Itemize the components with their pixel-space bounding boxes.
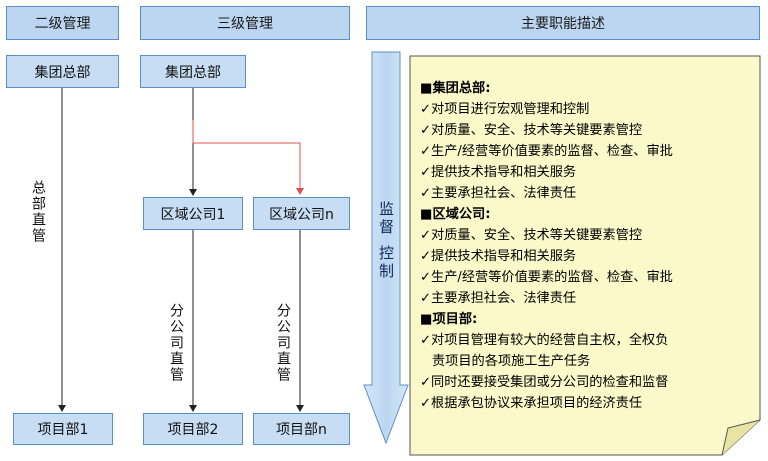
hq-item: ✓生产/经营等价值要素的监督、检查、审批 xyxy=(420,144,673,159)
branch-management-label-1: 分公司直管 xyxy=(168,302,184,383)
direct-management-label: 总部直管 xyxy=(30,180,46,244)
header-level3: 三级管理 xyxy=(140,6,350,40)
hq-item: ✓主要承担社会、法律责任 xyxy=(420,186,577,201)
line-hq-to-regionn xyxy=(192,120,304,195)
control-label: 控制 xyxy=(377,245,395,281)
section-title-project: ■项目部: xyxy=(420,312,478,327)
regionn-box: 区域公司n xyxy=(253,197,350,230)
branch-management-label-n: 分公司直管 xyxy=(275,302,291,383)
region-item: ✓提供技术指导和相关服务 xyxy=(420,249,577,264)
project-item-continued: 责项目的各项施工生产任务 xyxy=(432,354,591,369)
project-item: ✓对项目管理有较大的经营自主权，全权负 xyxy=(420,333,669,348)
project-item: ✓同时还要接受集团或分公司的检查和监督 xyxy=(420,375,669,390)
hq-item: ✓对质量、安全、技术等关键要素管控 xyxy=(420,123,643,138)
region-item: ✓生产/经营等价值要素的监督、检查、审批 xyxy=(420,270,673,285)
functions-description: ■集团总部: ✓对项目进行宏观管理和控制 ✓对质量、安全、技术等关键要素管控 ✓… xyxy=(420,78,740,414)
projectn-box: 项目部n xyxy=(253,413,350,445)
region1-box: 区域公司1 xyxy=(143,197,243,230)
section-title-hq: ■集团总部: xyxy=(420,81,491,96)
hq-item: ✓对项目进行宏观管理和控制 xyxy=(420,102,590,117)
project2-box: 项目部2 xyxy=(143,413,243,445)
section-title-region: ■区域公司: xyxy=(420,207,491,222)
header-level2: 二级管理 xyxy=(6,6,119,40)
project1-box: 项目部1 xyxy=(13,413,113,445)
project-item: ✓根据承包协议来承担项目的经济责任 xyxy=(420,396,643,411)
region-item: ✓对质量、安全、技术等关键要素管控 xyxy=(420,228,643,243)
hq-box-level3: 集团总部 xyxy=(140,55,246,88)
hq-item: ✓提供技术指导和相关服务 xyxy=(420,165,577,180)
hq-box-level2: 集团总部 xyxy=(6,55,119,88)
header-functions: 主要职能描述 xyxy=(366,6,760,40)
supervision-label: 监督 xyxy=(377,201,395,237)
region-item: ✓主要承担社会、法律责任 xyxy=(420,291,577,306)
